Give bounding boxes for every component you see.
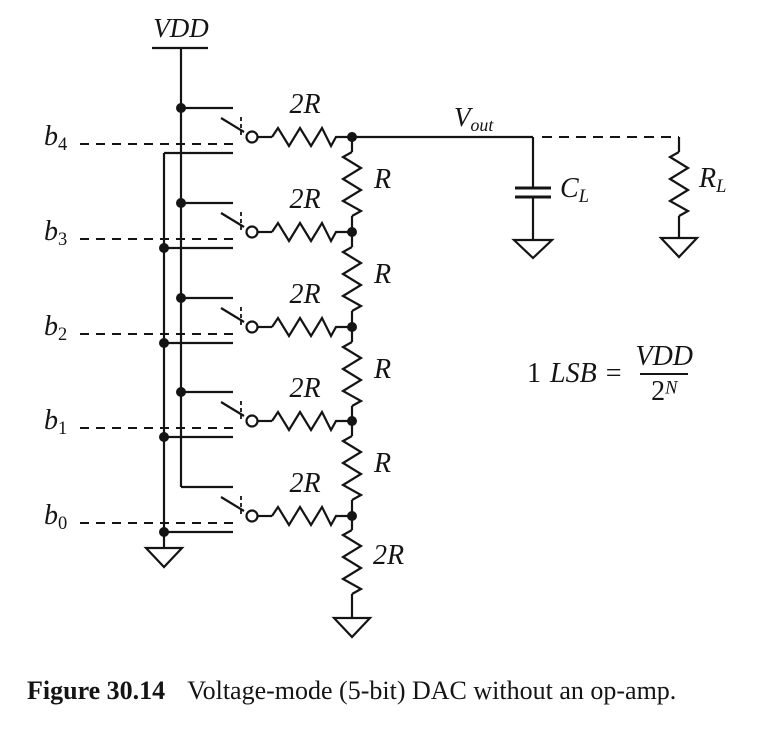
load-resistor-branch: [658, 137, 700, 259]
load-capacitor-branch: [511, 137, 555, 260]
load-resistor-label: RL: [699, 163, 727, 197]
resistor-label-r-1: R: [374, 164, 392, 195]
resistor-label-2r-terminator: 2R: [373, 540, 405, 571]
bit-cell-b0: [80, 496, 357, 534]
resistor-label-2r-b4: 2R: [289, 89, 321, 120]
resistor-label-2r-b1: 2R: [289, 373, 321, 404]
switch-pole-icon: [245, 414, 259, 428]
resistor-2r-icon: [271, 315, 352, 339]
caption-number: Figure 30.14: [27, 676, 166, 705]
resistor-r-icon: [340, 151, 364, 217]
switch-pole-icon: [245, 225, 259, 239]
resistor-label-2r-b0: 2R: [289, 468, 321, 499]
dac-circuit-diagram: [80, 46, 700, 639]
switch-blade: [220, 401, 245, 417]
formula-denominator: 2N: [640, 373, 689, 407]
vdd-label: VDD: [150, 14, 212, 42]
bit-label-b2: b2: [44, 311, 68, 345]
switch-pole-icon: [245, 320, 259, 334]
caption-text: Voltage-mode (5-bit) DAC without an op-a…: [187, 676, 677, 705]
switch-blade: [220, 496, 245, 512]
bit-label-b3: b3: [44, 216, 68, 250]
switch-blade: [220, 307, 245, 323]
resistor-2r-icon: [271, 125, 352, 149]
bit-label-b0: b0: [44, 500, 68, 534]
vdd-rail: [152, 46, 233, 489]
formula-term: LSB: [550, 358, 597, 390]
bit-label-b4: b4: [44, 121, 68, 155]
ladder-terminator: [331, 516, 373, 639]
switch-blade: [220, 212, 245, 228]
resistor-r-icon: [340, 435, 364, 501]
formula-numerator: VDD: [635, 341, 694, 372]
resistor-2r-icon: [271, 504, 352, 528]
bit-label-b1: b1: [44, 405, 68, 439]
resistor-rl-icon: [667, 151, 691, 217]
resistor-label-r-3: R: [374, 354, 392, 385]
ground-icon: [511, 238, 555, 260]
resistor-r-icon: [340, 246, 364, 312]
resistor-label-2r-b2: 2R: [289, 279, 321, 310]
ground-rail: [143, 153, 185, 569]
r-ladder: [340, 137, 364, 516]
bit-cell-b2: [80, 296, 357, 345]
vdd-label-text: VDD: [153, 13, 209, 43]
resistor-2r-terminator-icon: [340, 529, 364, 595]
resistor-label-2r-b3: 2R: [289, 184, 321, 215]
resistor-r-icon: [340, 341, 364, 407]
bit-cell-b1: [80, 390, 357, 439]
formula-coefficient: 1: [527, 358, 541, 390]
bit-cell-b3: [80, 201, 357, 250]
resistor-2r-icon: [271, 220, 352, 244]
vout-label: Vout: [454, 102, 494, 135]
ground-icon: [143, 546, 185, 569]
figure-caption: Figure 30.14 Voltage-mode (5-bit) DAC wit…: [27, 676, 742, 706]
formula-fraction: VDD 2N: [630, 342, 698, 407]
ground-icon: [658, 236, 700, 259]
resistor-label-r-2: R: [374, 259, 392, 290]
ground-icon: [331, 616, 373, 639]
lsb-formula: 1 LSB = VDD 2N: [527, 342, 698, 407]
capacitor-label: CL: [560, 173, 589, 207]
switch-blade: [220, 117, 245, 133]
resistor-2r-icon: [271, 409, 352, 433]
formula-equals: =: [605, 358, 622, 390]
switch-pole-icon: [245, 509, 259, 523]
switch-pole-icon: [245, 130, 259, 144]
resistor-label-r-4: R: [374, 448, 392, 479]
